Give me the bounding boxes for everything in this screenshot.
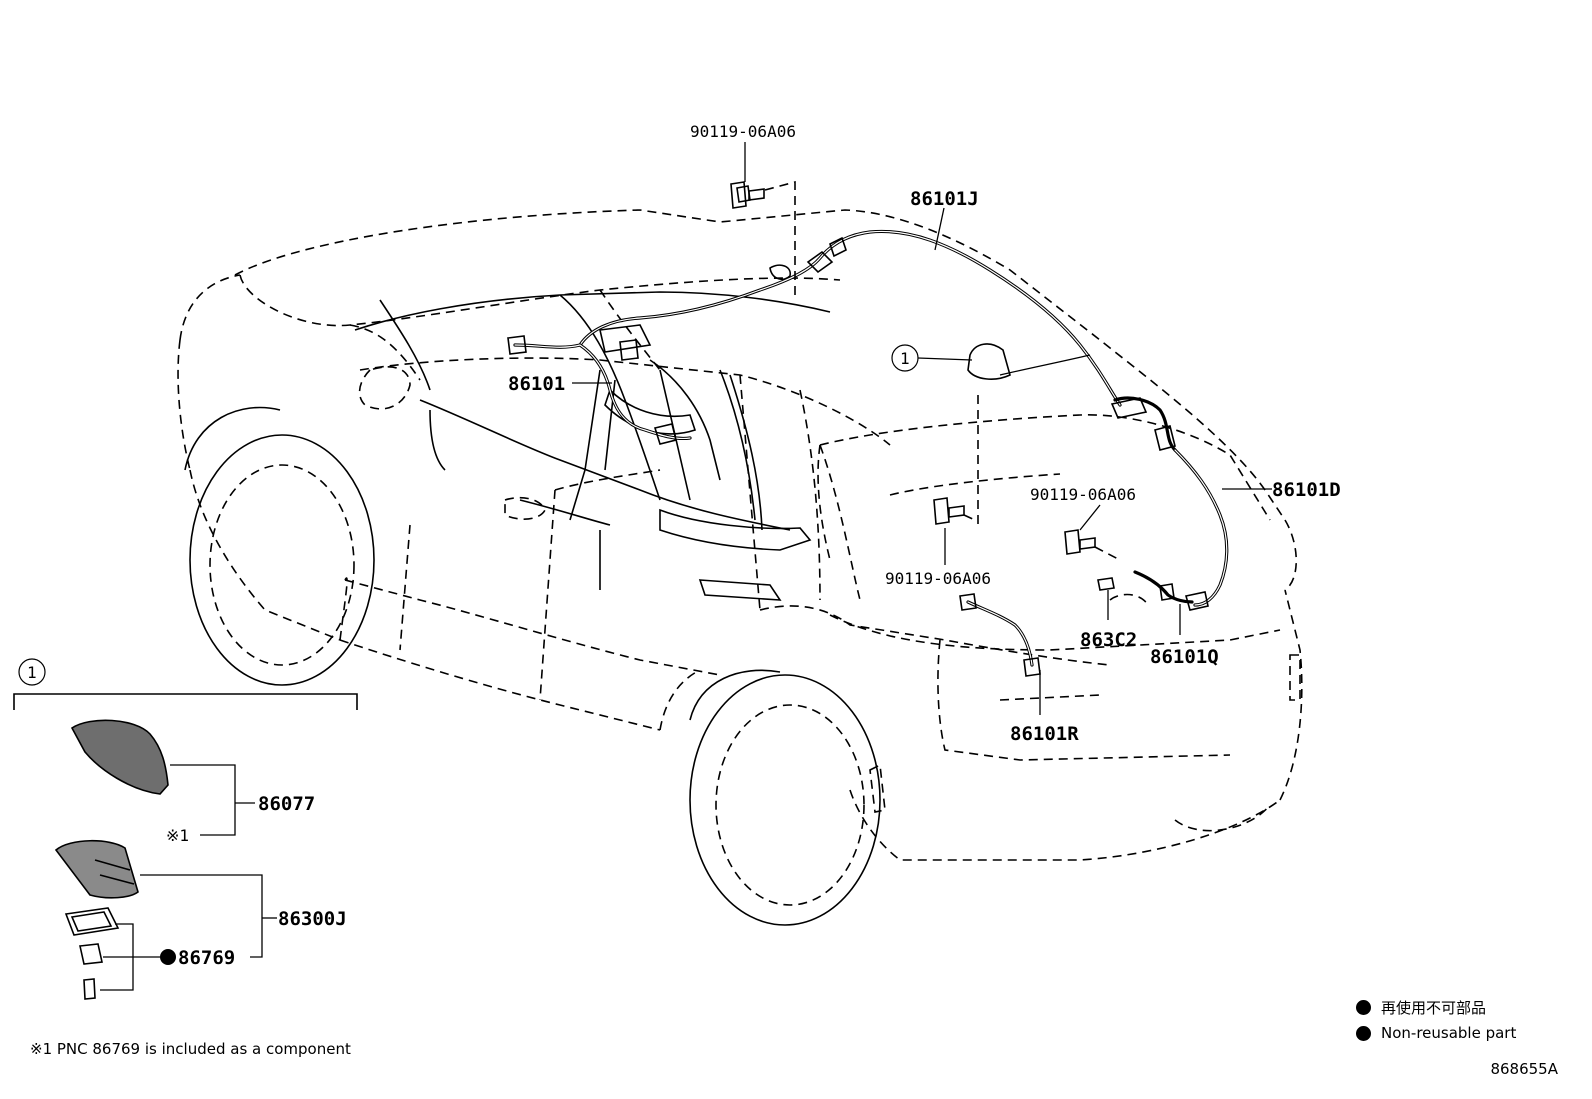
antenna-exploded-group: 1 86077 ※1 86300J 86769	[13, 658, 358, 1000]
legend-row-en: Non-reusable part	[1356, 1020, 1516, 1046]
label-86077: 86077	[258, 793, 315, 815]
legend-text-en: Non-reusable part	[1381, 1024, 1517, 1042]
harness-86101R	[959, 593, 1041, 677]
label-86101: 86101	[508, 373, 565, 395]
label-86769: 86769	[178, 947, 235, 969]
legend: 再使用不可部品 Non-reusable part	[1356, 994, 1516, 1046]
clip-863C2	[1097, 577, 1149, 606]
note-marker: ※1	[166, 826, 189, 845]
callout-ref-vehicle: 1	[900, 349, 910, 368]
bolt-mid-left	[933, 395, 979, 525]
bolt-mid-right	[1064, 529, 1121, 561]
non-reusable-dot	[160, 949, 176, 965]
callout-circle-group	[18, 658, 46, 686]
illustration-code: 868655A	[1490, 1060, 1558, 1078]
antenna-assy-shape	[54, 839, 139, 899]
label-86101R: 86101R	[1010, 723, 1079, 745]
bolt-top	[730, 180, 796, 300]
antenna-cover-shape	[70, 719, 169, 795]
callout-ref-group: 1	[27, 663, 37, 682]
label-bolt-mid-left: 90119-06A06	[885, 569, 991, 588]
legend-dot-icon	[1356, 1025, 1371, 1041]
legend-text-ja: 再使用不可部品	[1381, 998, 1487, 1017]
harness-86101D	[1173, 448, 1229, 611]
harness-86101J	[578, 229, 1177, 452]
front-wheel	[184, 406, 375, 686]
label-863C2: 863C2	[1080, 629, 1137, 651]
harness-86101	[507, 335, 692, 445]
label-bolt-mid-right: 90119-06A06	[1030, 485, 1136, 504]
antenna-cable	[967, 343, 1091, 380]
interior-frame	[354, 264, 831, 601]
legend-row-ja: 再使用不可部品	[1356, 994, 1516, 1020]
label-86101Q: 86101Q	[1150, 646, 1219, 668]
label-86300J: 86300J	[278, 908, 347, 930]
vehicle-outline	[177, 209, 1303, 861]
callouts: 90119-06A06 86101J 86101 86101D 90119-06…	[508, 122, 1341, 745]
rear-wheel	[689, 669, 881, 926]
label-86101J: 86101J	[910, 188, 979, 210]
harness-86101Q	[1133, 570, 1194, 604]
footnote: ※1 PNC 86769 is included as a component	[30, 1040, 351, 1058]
legend-dot-icon	[1356, 999, 1371, 1015]
label-bolt-top: 90119-06A06	[690, 122, 796, 141]
label-86101D: 86101D	[1272, 479, 1341, 501]
